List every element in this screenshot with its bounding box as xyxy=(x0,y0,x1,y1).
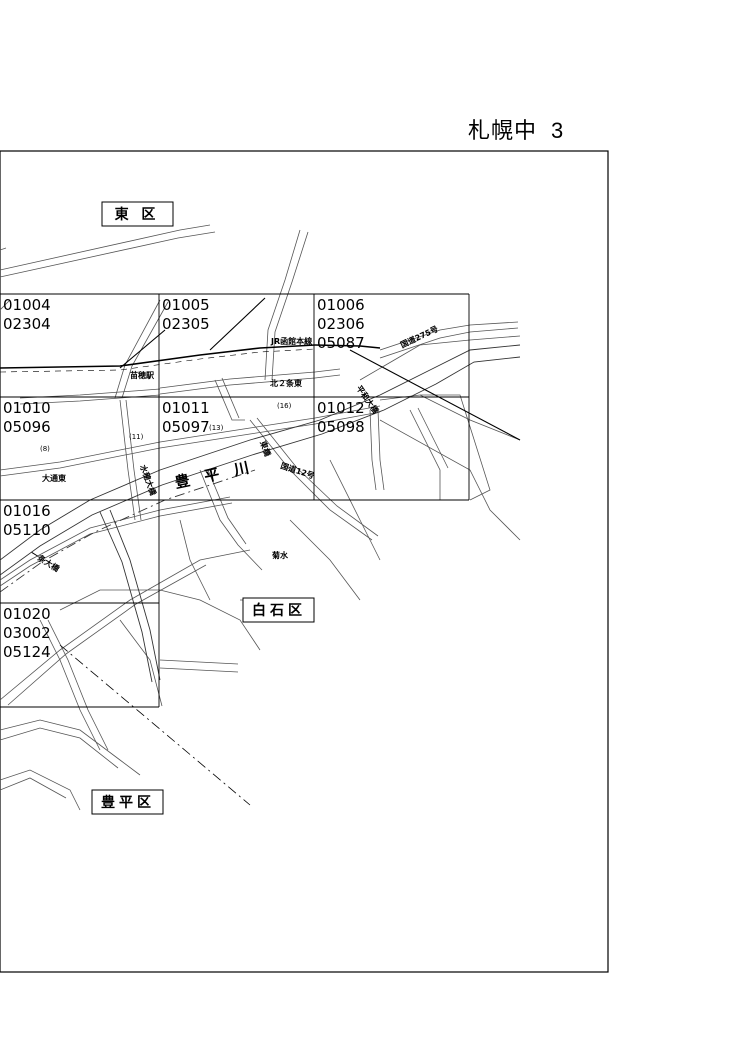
river-toyohira xyxy=(0,344,521,683)
cell-code: 01005 xyxy=(162,296,210,314)
ward-label-higashi: 東 区 xyxy=(101,201,174,227)
grid-cell[interactable]: 01016 05110 xyxy=(1,501,158,602)
ward-label-toyohira: 豊平区 xyxy=(91,789,164,815)
cell-code: 05110 xyxy=(3,521,51,539)
svg-text:豊平区: 豊平区 xyxy=(101,794,155,811)
svg-text:白石区: 白石区 xyxy=(252,602,306,619)
river-label: 豊 平 川 xyxy=(173,458,255,492)
cell-code: 01016 xyxy=(3,502,51,520)
cell-code: 01010 xyxy=(3,399,51,417)
rail-line-label: JR函館本線 xyxy=(270,336,312,346)
cell-code: 01004 xyxy=(3,296,51,314)
grid-cell[interactable]: 01012 05098 xyxy=(315,398,468,499)
cell-code: 05096 xyxy=(3,418,51,436)
district-label: 菊水 xyxy=(271,550,289,560)
cell-code: 01012 xyxy=(317,399,365,417)
cell-code: 01006 xyxy=(317,296,365,314)
bridge-label: 水穂大橋 xyxy=(138,462,159,497)
cell-code: 02304 xyxy=(3,315,51,333)
street-label: 大通東 xyxy=(42,473,66,483)
misc-lines xyxy=(59,297,521,806)
cell-code: 02305 xyxy=(162,315,210,333)
grid-cell[interactable]: 01006 02306 05087 xyxy=(315,295,468,396)
cell-code: 05124 xyxy=(3,643,51,661)
area-number: (16) xyxy=(277,402,292,410)
cell-code: 03002 xyxy=(3,624,51,642)
cell-code: 02306 xyxy=(317,315,365,333)
area-number: (13) xyxy=(209,424,224,432)
page-title: 札幌中 xyxy=(468,119,538,144)
roads xyxy=(0,224,521,811)
grid-cell[interactable]: 01010 05096 xyxy=(1,398,158,499)
cell-code: 05087 xyxy=(317,334,365,352)
grid-cell[interactable]: 01004 02304 xyxy=(1,295,158,396)
grid-cell[interactable]: 01011 05097 xyxy=(160,398,313,499)
ward-label-shiroishi: 白石区 xyxy=(242,597,315,623)
map-frame xyxy=(0,150,609,973)
sheet-number: 3 xyxy=(551,118,565,143)
svg-text:東 区: 東 区 xyxy=(115,206,160,223)
page-header: 札幌中 3 xyxy=(468,113,618,149)
railway-jr-hakodate xyxy=(0,344,381,373)
cell-code: 01020 xyxy=(3,605,51,623)
index-grid xyxy=(0,293,470,708)
area-number: (11) xyxy=(129,433,144,441)
grid-cell[interactable]: 01020 03002 05124 xyxy=(1,604,158,706)
grid-cell[interactable]: 01005 02305 xyxy=(160,295,313,396)
cell-code: 05098 xyxy=(317,418,365,436)
street-label: 北２条東 xyxy=(270,378,302,388)
cell-code: 01011 xyxy=(162,399,210,417)
station-label: 苗穂駅 xyxy=(130,370,155,380)
area-number: (8) xyxy=(40,445,50,453)
cell-code: 05097 xyxy=(162,418,210,436)
